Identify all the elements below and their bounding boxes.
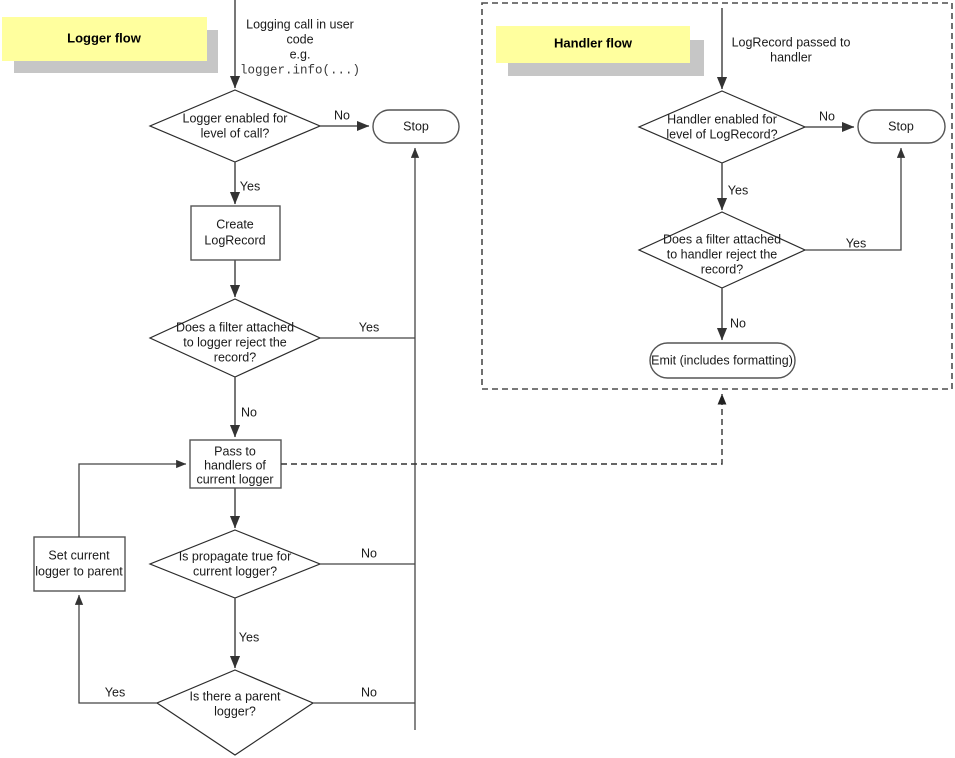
terminator-emit-label: Emit (includes formatting) [651, 353, 793, 367]
process-create-logrecord [190, 205, 281, 261]
decision-handler-filter-line1: Does a filter attached [663, 232, 781, 246]
process-pass-to-handlers-line3: current logger [196, 472, 273, 486]
decision-propagate-line1: Is propagate true for [179, 549, 292, 563]
decision-has-parent-line2: logger? [214, 704, 256, 718]
decision-propagate-line2: current logger? [193, 564, 277, 578]
decision-handler-enabled-line2: level of LogRecord? [666, 127, 777, 141]
decision-handler-filter-line3: record? [701, 262, 743, 276]
logger-entry-label-line3: e.g. [290, 47, 311, 61]
edge-label-has-parent-yes: Yes [105, 685, 125, 699]
decision-handler-filter-line2: to handler reject the [667, 247, 778, 261]
edge-label-handler-enabled-yes: Yes [728, 183, 748, 197]
terminator-logger-stop-label: Stop [403, 119, 429, 133]
edge-label-logger-filter-yes: Yes [359, 320, 379, 334]
handler-flow-title: Handler flow [554, 35, 633, 50]
terminator-handler-stop-label: Stop [888, 119, 914, 133]
decision-logger-filter-line3: record? [214, 350, 256, 364]
edge-label-propagate-no: No [361, 546, 377, 560]
edge-label-propagate-yes: Yes [239, 630, 259, 644]
decision-logger-filter-line1: Does a filter attached [176, 320, 294, 334]
edge-label-handler-filter-no: No [730, 316, 746, 330]
handler-entry-label-line1: LogRecord passed to [732, 35, 851, 49]
terminator-emit [649, 342, 796, 379]
logger-flow-title: Logger flow [67, 30, 142, 45]
process-pass-to-handlers-line2: handlers of [204, 458, 266, 472]
logger-entry-label-code: logger.info(...) [240, 63, 360, 77]
decision-logger-enabled-line2: level of call? [201, 126, 270, 140]
process-set-parent-line1: Set current [48, 548, 110, 562]
logger-flow-title-plate [2, 17, 207, 61]
terminator-logger-stop [372, 109, 460, 144]
edge-has-parent-yes [74, 594, 157, 704]
edge-handler-filter-yes [805, 147, 906, 251]
process-create-logrecord-line1: Create [216, 217, 254, 231]
decision-logger-filter-line2: to logger reject the [183, 335, 287, 349]
process-create-logrecord-line2: LogRecord [204, 233, 265, 247]
edge-label-logger-filter-no: No [241, 405, 257, 419]
decision-handler-enabled-line1: Handler enabled for [667, 112, 777, 126]
edge-set-parent-to-pass [78, 459, 187, 537]
handler-flow-title-plate [496, 26, 690, 63]
handler-flow-group-box [481, 2, 953, 390]
edge-label-handler-enabled-no: No [819, 109, 835, 123]
edge-label-logger-enabled-yes: Yes [240, 179, 260, 193]
handler-entry-label-line2: handler [770, 50, 812, 64]
process-pass-to-handlers-line1: Pass to [214, 444, 256, 458]
edge-label-has-parent-no: No [361, 685, 377, 699]
decision-has-parent [155, 669, 315, 756]
edge-label-logger-enabled-no: No [334, 108, 350, 122]
process-set-parent-line2: logger to parent [35, 564, 123, 578]
decision-logger-enabled-line1: Logger enabled for [183, 111, 288, 125]
logger-entry-label-line2: code [286, 32, 313, 46]
edge-pass-to-handler-flow-dashed [281, 393, 727, 465]
terminator-handler-stop [857, 109, 946, 144]
logger-entry-label-line1: Logging call in user [246, 17, 354, 31]
process-pass-to-handlers [189, 439, 282, 489]
edge-label-handler-filter-yes: Yes [846, 236, 866, 250]
decision-has-parent-line1: Is there a parent [189, 689, 281, 703]
